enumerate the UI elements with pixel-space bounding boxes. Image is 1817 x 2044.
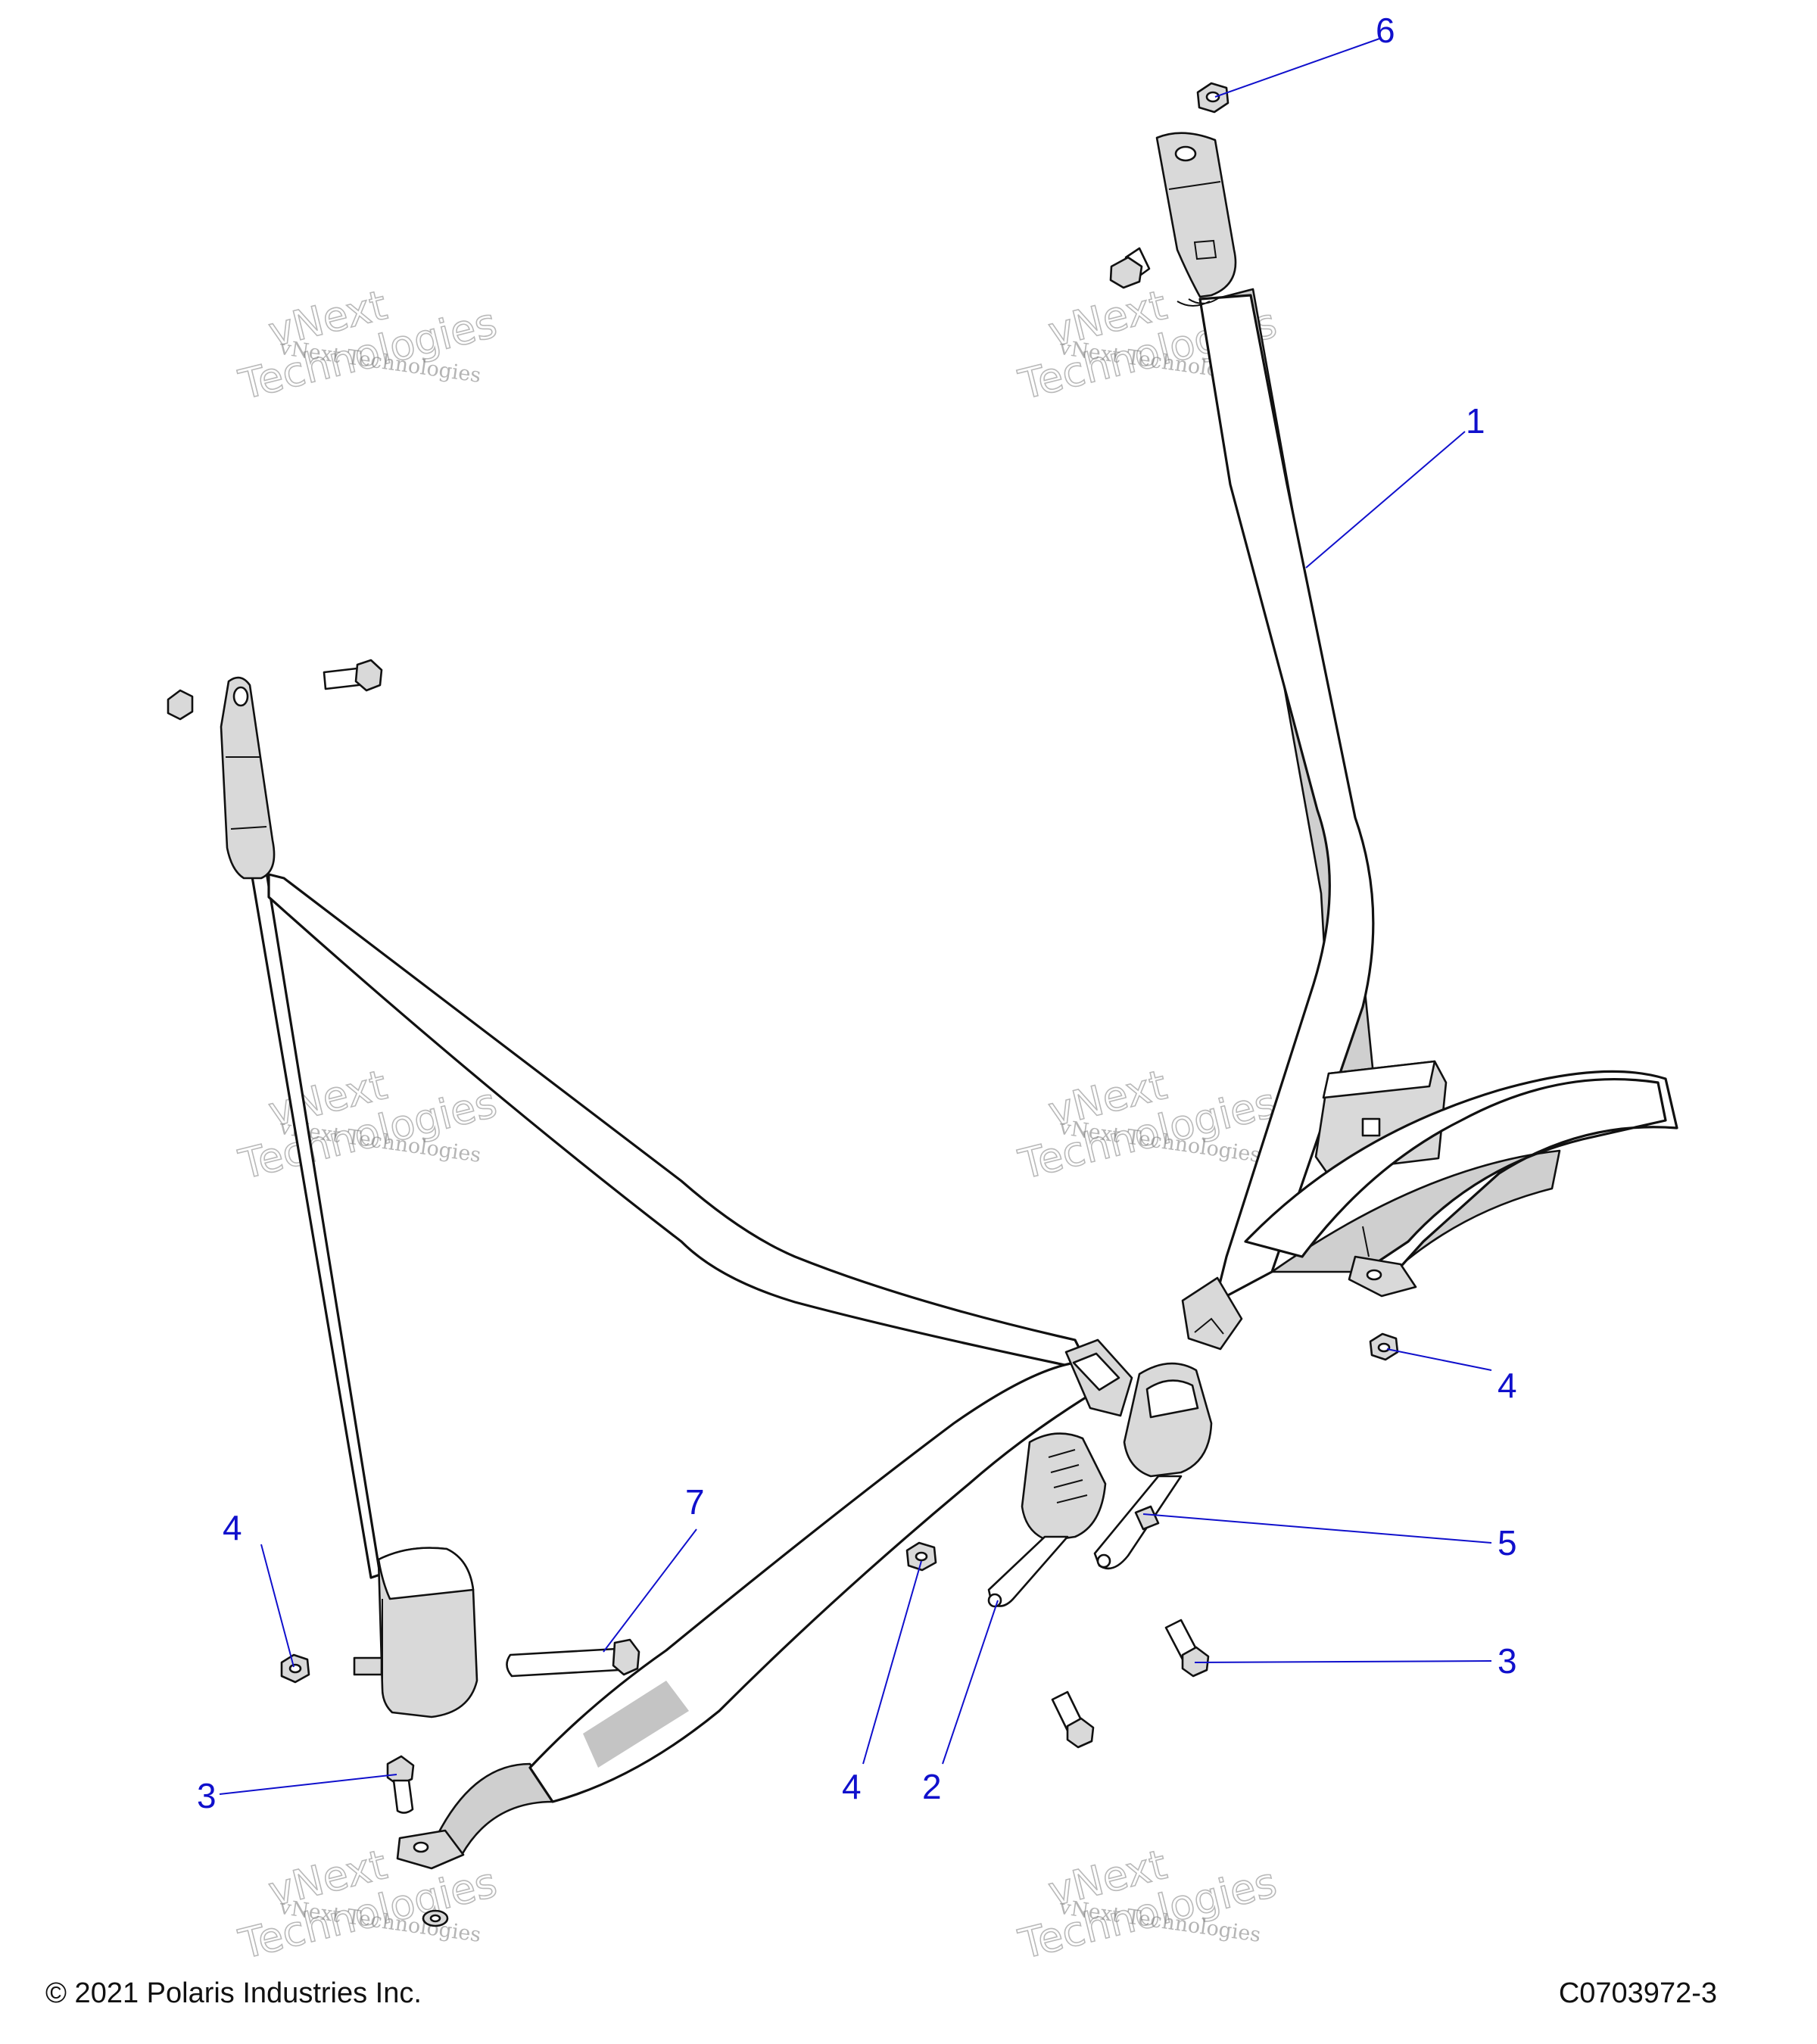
retractor-label [1361, 1117, 1381, 1137]
leader-2 [942, 1600, 999, 1765]
callout-4-right: 4 [1498, 1366, 1517, 1405]
callout-3-right: 3 [1498, 1641, 1517, 1681]
bracket-edge [226, 756, 267, 830]
callout-7: 7 [685, 1482, 705, 1522]
stalk-eyelet [1096, 1553, 1111, 1569]
lower-lap-belt [396, 1361, 1107, 1870]
leader-6 [1214, 37, 1382, 98]
anchor-hole [1174, 145, 1197, 162]
left-top-hardware [167, 659, 383, 721]
anchor-pin [1362, 1226, 1370, 1257]
center-buckle-cluster [987, 1338, 1213, 1608]
nut-hole [288, 1663, 302, 1674]
watermark-top-left: vNext Technologies vNext Technologies [234, 280, 502, 409]
washer-hole [429, 1914, 441, 1923]
leader-1 [1305, 431, 1466, 569]
right-lap-belt [1244, 1070, 1678, 1298]
lap-belt-shading [583, 1681, 689, 1768]
leader-4-right [1386, 1348, 1492, 1371]
anchor-hole [413, 1841, 429, 1853]
retractor-stud [353, 1656, 383, 1676]
bottom-washer [422, 1909, 449, 1927]
callout-1: 1 [1466, 401, 1485, 441]
copyright-notice: © 2021 Polaris Industries Inc. [45, 1977, 422, 2009]
bracket-ring [1177, 296, 1221, 307]
item-3-bolt-left [386, 1755, 415, 1814]
callout-6: 6 [1376, 11, 1395, 50]
leader-3-right [1194, 1660, 1492, 1663]
bolt-head [354, 659, 383, 692]
anchor-hole [232, 686, 249, 707]
bolt-shank [392, 1779, 414, 1814]
left-anchor-bracket [220, 676, 276, 880]
item-3-bolt-right [1164, 1619, 1210, 1678]
latch-detail [1194, 1317, 1224, 1335]
leader-7 [603, 1528, 697, 1653]
leader-5 [1142, 1513, 1492, 1544]
latch-plate-upper [1181, 1276, 1243, 1351]
item-6-nut [1196, 82, 1230, 114]
stalk-bolt [1134, 1505, 1160, 1531]
callout-4-center: 4 [842, 1767, 862, 1806]
callout-2: 2 [922, 1767, 942, 1806]
callout-5: 5 [1498, 1523, 1517, 1563]
nut-hole [1205, 91, 1220, 103]
drawing-number: C0703972-3 [1558, 1977, 1717, 2009]
stalk-eyelet [987, 1593, 1002, 1608]
bolt-head [386, 1755, 415, 1787]
item-4-nut-center [905, 1541, 937, 1572]
callout-labels: 6 1 4 5 3 2 4 7 4 3 [197, 11, 1517, 1815]
shoulder-anchor-bolt [1109, 247, 1151, 289]
nut-hole [915, 1551, 928, 1562]
item-4-nut-left [280, 1653, 310, 1684]
leader-4-left [260, 1544, 295, 1668]
hex-nut-left [167, 689, 194, 721]
left-belt-assembly [220, 676, 1092, 1718]
buckle-stalk [1093, 1475, 1183, 1570]
callout-3-left: 3 [197, 1776, 217, 1815]
item-3-bolt-center [1051, 1690, 1095, 1749]
watermark-bottom-right: vNext Technologies vNext Technologies [1014, 1840, 1282, 1968]
anchor-hole [1366, 1269, 1382, 1281]
bolt-head [1066, 1717, 1095, 1749]
right-anchor-plate [1348, 1255, 1417, 1298]
item-4-nut-right [1369, 1332, 1399, 1361]
latch-plate-face [1072, 1352, 1120, 1391]
leader-4-center [862, 1560, 922, 1765]
callout-leaders [219, 37, 1492, 1795]
retractor-top [377, 1547, 475, 1600]
leader-3-left [219, 1774, 397, 1795]
watermark-mid-right: vNext Technologies vNext Technologies [1014, 1060, 1282, 1189]
left-lower-anchor-plate [396, 1829, 465, 1870]
buckle-stalk [987, 1535, 1069, 1607]
bolt-head [612, 1638, 640, 1676]
item-7-long-bolt [506, 1638, 640, 1678]
watermark-mid-left: vNext Technologies vNext Technologies [234, 1060, 502, 1189]
buckle-ribs [1048, 1449, 1088, 1503]
bracket-label [1193, 239, 1217, 260]
callout-4-left: 4 [223, 1508, 242, 1547]
buckle-release-button [1145, 1379, 1199, 1419]
item-2-buckle [1021, 1432, 1107, 1542]
bracket-edge [1168, 181, 1221, 190]
bolt-shank [506, 1647, 620, 1678]
retractor-top [1322, 1060, 1436, 1099]
shoulder-anchor-bracket [1155, 132, 1237, 298]
watermark-group: vNext Technologies vNext Technologies vN… [234, 280, 1282, 1968]
bolt-head [1109, 256, 1143, 289]
nut-hole [1377, 1342, 1391, 1353]
watermark-bottom-left: vNext Technologies vNext Technologies [234, 1840, 502, 1968]
